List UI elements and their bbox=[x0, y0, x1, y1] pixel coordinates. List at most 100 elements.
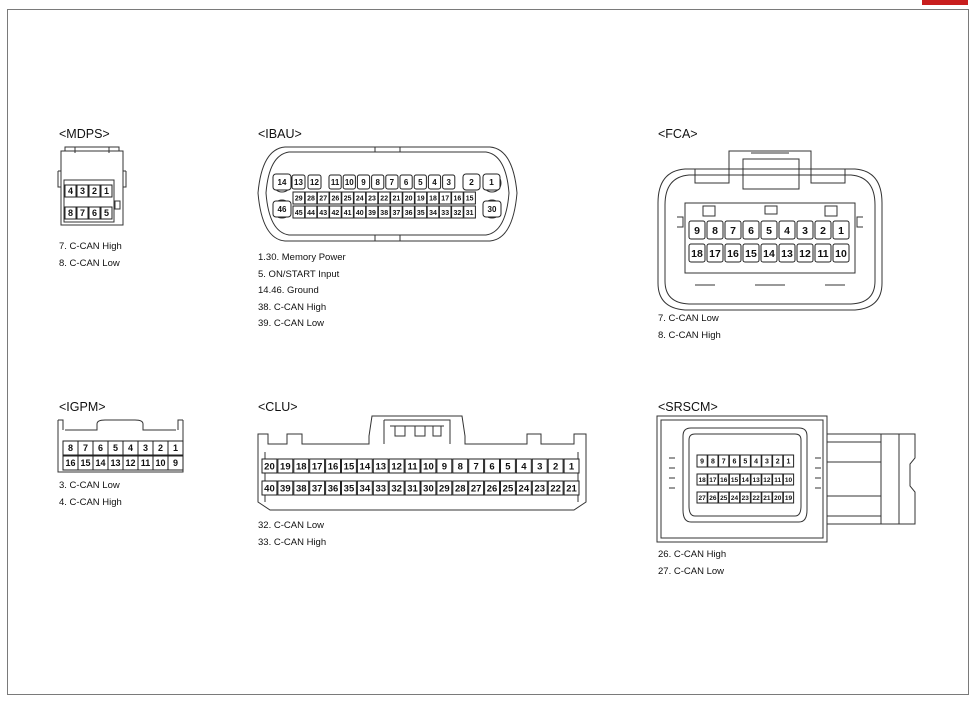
srscm-pin-0: 26. C-CAN High bbox=[658, 549, 727, 560]
igpm-pin-label: 13 bbox=[110, 458, 120, 468]
fca-pin-9: 9 bbox=[688, 220, 706, 240]
ibau-pin-label: 3 bbox=[446, 178, 451, 187]
fca-pin-label: 16 bbox=[727, 248, 739, 260]
fca-pin-label: 7 bbox=[730, 225, 736, 237]
clu-pin-3: 3 bbox=[531, 458, 548, 474]
clu-pin-label: 33 bbox=[375, 483, 386, 494]
ibau-pin-label: 5 bbox=[418, 178, 423, 187]
fca-pin-10: 10 bbox=[832, 243, 850, 263]
ibau-pin-label: 27 bbox=[319, 196, 327, 203]
ibau-pin-41: 41 bbox=[341, 205, 354, 219]
igpm-pin-7: 7 bbox=[77, 440, 94, 456]
srscm-pin-label: 5 bbox=[743, 459, 747, 466]
srscm-pin-16: 16 bbox=[718, 473, 730, 486]
ibau-pin-label: 41 bbox=[344, 210, 352, 217]
igpm-pin-5: 5 bbox=[107, 440, 124, 456]
clu-pin-9: 9 bbox=[436, 458, 453, 474]
ibau-pin-label: 30 bbox=[488, 205, 497, 214]
srscm-pin-label: 3 bbox=[765, 459, 769, 466]
ibau-pin-label: 36 bbox=[405, 210, 413, 217]
clu-pin-38: 38 bbox=[293, 480, 310, 496]
fca-title: <FCA> bbox=[658, 127, 698, 141]
srscm-pin-label: 14 bbox=[742, 477, 750, 484]
ibau-pin-label: 46 bbox=[278, 205, 287, 214]
igpm-pin-1: 1 bbox=[167, 440, 184, 456]
igpm-pin-label: 6 bbox=[98, 443, 103, 453]
mdps-pin-label: 4 bbox=[68, 186, 73, 196]
clu-pin-label: 14 bbox=[360, 461, 371, 472]
mdps-pin-label: 8 bbox=[68, 208, 73, 218]
ibau-pin-label: 9 bbox=[361, 178, 366, 187]
igpm-pin-4: 4 bbox=[122, 440, 139, 456]
ibau-pin-label: 15 bbox=[466, 196, 474, 203]
clu-pin-label: 39 bbox=[280, 483, 291, 494]
fca-pin-label: 8 bbox=[712, 225, 718, 237]
igpm-pin-0: 3. C-CAN Low bbox=[59, 480, 120, 491]
fca-pin-label: 17 bbox=[709, 248, 721, 260]
srscm-pin-26: 26 bbox=[707, 491, 719, 504]
ibau-pin-5: 5 bbox=[413, 174, 427, 190]
fca-pin-13: 13 bbox=[778, 243, 796, 263]
fca-pin-6: 6 bbox=[742, 220, 760, 240]
igpm-pin-9: 9 bbox=[167, 455, 184, 471]
ibau-pin-label: 19 bbox=[417, 196, 425, 203]
fca-pin-label: 9 bbox=[694, 225, 700, 237]
mdps-pin-7: 7 bbox=[76, 206, 89, 220]
ibau-pin-label: 38 bbox=[380, 210, 388, 217]
clu-pin-label: 30 bbox=[423, 483, 434, 494]
mdps-pin-1: 8. C-CAN Low bbox=[59, 257, 120, 269]
ibau-pin-label: 22 bbox=[380, 196, 388, 203]
srscm-pin-list: 26. C-CAN High 27. C-CAN Low bbox=[658, 547, 726, 580]
ibau-pin-label: 17 bbox=[441, 196, 449, 203]
clu-pin-40: 40 bbox=[261, 480, 278, 496]
igpm-pin-2: 2 bbox=[152, 440, 169, 456]
ibau-pin-10: 10 bbox=[342, 174, 356, 190]
ibau-pin-label: 42 bbox=[332, 210, 340, 217]
ibau-pin-46: 46 bbox=[272, 200, 292, 218]
clu-pin-7: 7 bbox=[468, 458, 485, 474]
clu-pin-5: 5 bbox=[500, 458, 516, 474]
srscm-pin-label: 15 bbox=[731, 477, 739, 484]
fca-pin-15: 15 bbox=[742, 243, 760, 263]
ibau-pin-38: 38 bbox=[377, 205, 391, 219]
clu-pin-label: 16 bbox=[328, 461, 339, 472]
clu-pin-19: 19 bbox=[277, 458, 294, 474]
ibau-pin-label: 33 bbox=[441, 210, 449, 217]
clu-pin-6: 6 bbox=[484, 458, 501, 474]
ibau-pin-1: 5. ON/START Input bbox=[258, 268, 340, 280]
clu-pin-33: 33 bbox=[372, 480, 389, 496]
ibau-pin-label: 43 bbox=[319, 210, 327, 217]
mdps-title: <MDPS> bbox=[59, 127, 110, 141]
clu-pin-23: 23 bbox=[531, 480, 548, 496]
igpm-pin-15: 15 bbox=[77, 455, 94, 471]
corner-marker bbox=[922, 0, 968, 5]
clu-title: <CLU> bbox=[258, 400, 298, 414]
ibau-pin-8: 8 bbox=[371, 174, 385, 190]
clu-pin-label: 29 bbox=[439, 483, 450, 494]
ibau-pin-label: 10 bbox=[345, 178, 354, 187]
ibau-pin-24: 24 bbox=[353, 191, 367, 205]
clu-pin-label: 23 bbox=[534, 483, 545, 494]
srscm-pin-label: 10 bbox=[785, 477, 793, 484]
clu-pin-26: 26 bbox=[484, 480, 501, 496]
clu-pin-label: 22 bbox=[550, 483, 561, 494]
ibau-pin-22: 22 bbox=[377, 191, 391, 205]
ibau-pin-label: 12 bbox=[310, 178, 319, 187]
ibau-pin-20: 20 bbox=[402, 191, 415, 205]
srscm-pin-label: 12 bbox=[763, 477, 771, 484]
ibau-pin-label: 11 bbox=[331, 178, 340, 187]
ibau-pin-label: 37 bbox=[393, 210, 401, 217]
clu-pin-label: 32 bbox=[391, 483, 402, 494]
clu-pin-label: 8 bbox=[458, 461, 463, 472]
clu-pin-21: 21 bbox=[563, 480, 580, 496]
clu-pin-20: 20 bbox=[261, 458, 278, 474]
srscm-pin-label: 17 bbox=[709, 477, 717, 484]
mdps-pin-label: 3 bbox=[80, 186, 85, 196]
srscm-pin-14: 14 bbox=[739, 473, 751, 486]
ibau-pin-label: 18 bbox=[429, 196, 437, 203]
ibau-pin-1: 1 bbox=[482, 173, 501, 191]
srscm-pin-label: 21 bbox=[763, 495, 771, 502]
clu-pin-label: 26 bbox=[487, 483, 498, 494]
